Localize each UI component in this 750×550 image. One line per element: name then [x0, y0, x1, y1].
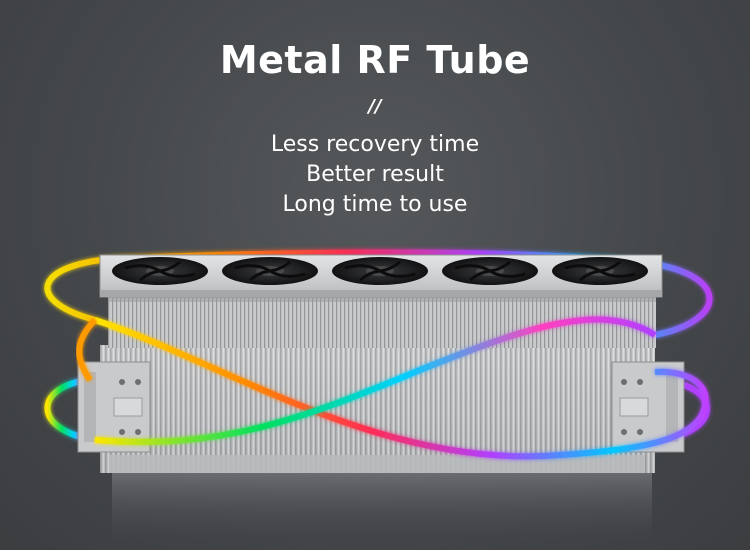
- cooling-fans: [112, 257, 648, 285]
- tube-reflection: [112, 470, 652, 550]
- feature-list: Less recovery time Better result Long ti…: [0, 130, 750, 220]
- feature-item: Less recovery time: [270, 132, 480, 157]
- fan-icon: [112, 257, 208, 285]
- light-ring-front-left: [76, 317, 98, 382]
- title-separator: //: [368, 96, 382, 117]
- light-ring-back-left: [44, 377, 96, 443]
- feature-item: Better result: [306, 162, 444, 187]
- light-ring-back-upper: [44, 249, 713, 338]
- fan-icon: [332, 257, 428, 285]
- fan-icon: [222, 257, 318, 285]
- light-ring-front-a: [94, 317, 709, 460]
- page-title: Metal RF Tube: [219, 38, 531, 82]
- fan-icon: [552, 257, 648, 285]
- feature-item: Long time to use: [282, 192, 468, 217]
- light-ring-front-b: [94, 316, 657, 445]
- fan-icon: [442, 257, 538, 285]
